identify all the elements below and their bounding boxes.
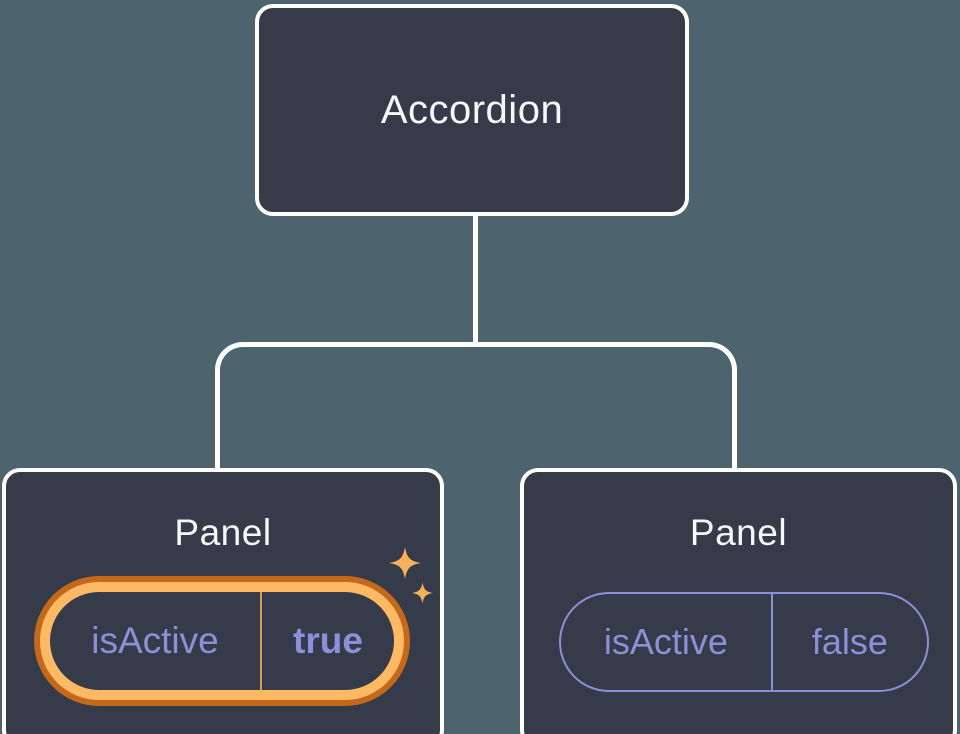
node-panel-active: Panel isActive true bbox=[2, 468, 444, 734]
sparkle-large-icon bbox=[389, 547, 421, 579]
state-pill-inactive: isActive false bbox=[559, 592, 929, 692]
node-accordion: Accordion bbox=[255, 4, 689, 216]
connector-branch-bracket bbox=[215, 342, 737, 468]
state-pill-divider bbox=[259, 592, 262, 690]
state-prop-value: true bbox=[293, 620, 363, 661]
state-pill-highlight-ring: isActive true bbox=[34, 576, 410, 706]
state-prop-value: false bbox=[811, 621, 888, 662]
node-panel-active-label: Panel bbox=[174, 512, 272, 553]
state-pill-divider bbox=[770, 594, 773, 690]
sparkles-icon bbox=[389, 547, 433, 604]
state-prop-name: isActive bbox=[603, 621, 728, 662]
state-pill-active: isActive true bbox=[50, 592, 394, 690]
node-panel-inactive: Panel isActive false bbox=[520, 468, 957, 734]
state-pill-highlight-ring-inner: isActive true bbox=[40, 582, 404, 700]
node-panel-inactive-label: Panel bbox=[689, 512, 788, 553]
state-prop-name: isActive bbox=[91, 620, 219, 661]
node-accordion-label: Accordion bbox=[380, 87, 564, 132]
sparkle-small-icon bbox=[412, 582, 433, 604]
connector-root-stem bbox=[473, 214, 478, 344]
